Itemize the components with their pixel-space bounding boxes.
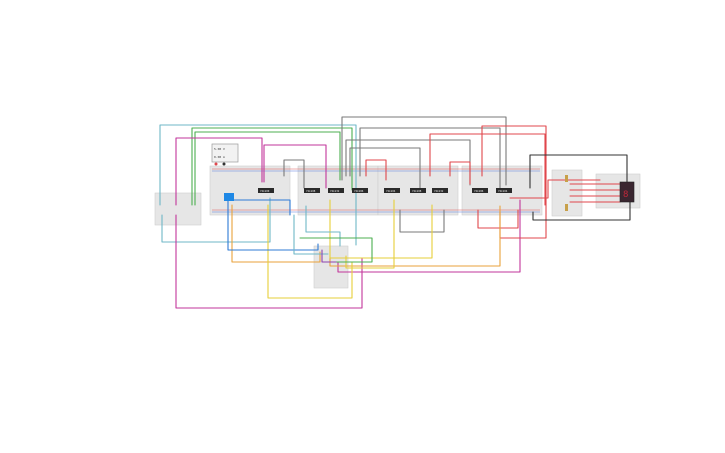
wire-magenta-4 <box>337 199 521 273</box>
wire-black-1 <box>529 154 628 189</box>
chip-2[interactable]: 74LS08 <box>304 188 320 193</box>
wire-blue-2 <box>233 199 291 216</box>
chips: 74LS00 74LS08 74LS32 74LS86 74LS04 74LS0… <box>258 188 512 193</box>
wire-red-5 <box>449 161 471 185</box>
resistors <box>565 175 568 211</box>
chip-1-label: 74LS00 <box>260 189 270 193</box>
wire-green-2 <box>194 131 341 206</box>
wire-red-4 <box>365 159 387 181</box>
chip-3[interactable]: 74LS32 <box>328 188 344 193</box>
wire-blue-1 <box>227 199 319 251</box>
power-supply-current: 0.00 A <box>214 155 225 159</box>
chip-1[interactable]: 74LS00 <box>258 188 274 193</box>
resistor-2[interactable] <box>565 204 568 211</box>
wire-green-3 <box>299 237 373 263</box>
wire-gray-6 <box>399 209 445 233</box>
wire-red-3 <box>477 209 519 229</box>
wire-purple-1 <box>321 249 337 263</box>
wire-gray-2 <box>359 127 501 191</box>
chip-4-label: 74LS86 <box>354 189 364 193</box>
chip-2-label: 74LS08 <box>306 189 316 193</box>
breadboard-main-1 <box>209 165 291 216</box>
dip-switch-icon[interactable] <box>224 193 234 201</box>
power-supply-icon[interactable]: 5.00 V 0.00 A <box>211 143 239 166</box>
power-supply-voltage: 5.00 V <box>214 147 225 151</box>
chip-9-label: 74LS04 <box>498 189 508 193</box>
wire-yellow-1 <box>267 204 353 299</box>
wire-magenta-2 <box>175 214 363 309</box>
wire-red-1 <box>429 133 546 206</box>
wire-orange-1 <box>231 204 321 263</box>
chip-8-label: 74LS86 <box>474 189 484 193</box>
wire-magenta-3 <box>263 144 327 189</box>
chip-7[interactable]: 74LS32 <box>432 188 448 193</box>
seven-segment-digit: 8 <box>623 190 628 200</box>
wire-red-6 <box>509 179 601 199</box>
wire-gray-1 <box>341 116 507 186</box>
wires <box>159 116 631 309</box>
wire-yellow-3 <box>329 199 433 259</box>
breadboard-bottom <box>313 245 349 289</box>
chip-8[interactable]: 74LS86 <box>472 188 488 193</box>
chip-3-label: 74LS32 <box>330 189 340 193</box>
wire-black-2 <box>532 199 631 221</box>
chip-4[interactable]: 74LS86 <box>352 188 368 193</box>
wire-green-1 <box>191 127 353 206</box>
wire-magenta-1 <box>175 137 263 206</box>
chip-5-label: 74LS04 <box>386 189 396 193</box>
chip-6[interactable]: 74LS08 <box>410 188 426 193</box>
seven-segment-display-icon[interactable]: 8 <box>619 181 635 203</box>
wire-gray-4 <box>349 147 421 189</box>
wire-teal-4 <box>305 205 341 247</box>
wire-gray-5 <box>283 159 305 189</box>
wire-teal-2 <box>161 197 271 243</box>
chip-5[interactable]: 74LS04 <box>384 188 400 193</box>
wire-teal-1 <box>159 124 357 246</box>
breadboard-left <box>154 192 202 226</box>
chip-9[interactable]: 74LS04 <box>496 188 512 193</box>
chip-7-label: 74LS32 <box>434 189 444 193</box>
wire-teal-3 <box>293 214 329 255</box>
chip-6-label: 74LS08 <box>412 189 422 193</box>
resistor-1[interactable] <box>565 175 568 182</box>
